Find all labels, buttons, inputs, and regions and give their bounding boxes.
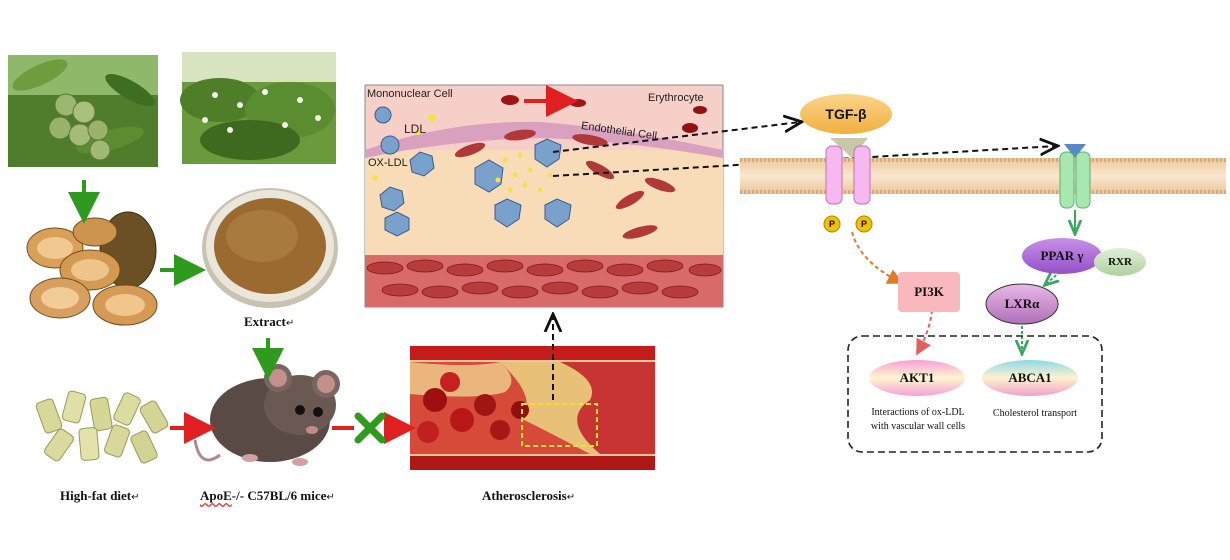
tgf-beta-node bbox=[800, 94, 892, 134]
cell-membrane bbox=[740, 158, 1226, 194]
akt1-label: AKT1 bbox=[899, 370, 935, 385]
extract-label: Extract↵ bbox=[244, 314, 295, 329]
ppar-gamma-node bbox=[1022, 238, 1102, 274]
fruit-photo bbox=[8, 55, 158, 167]
pi3k-node bbox=[898, 272, 960, 312]
abca1-node bbox=[982, 360, 1078, 396]
pi3k-label: PI3K bbox=[914, 284, 944, 299]
ldl-label: LDL bbox=[404, 122, 427, 136]
ppar-gamma-label: PPAR γ bbox=[1040, 248, 1084, 263]
abca1-caption: Cholesterol transport bbox=[992, 408, 1078, 419]
phospho-right-label: P bbox=[860, 219, 867, 229]
ppar-receptor bbox=[1059, 144, 1091, 209]
abca1-label: ABCA1 bbox=[1008, 370, 1052, 385]
rxr-label: RXR bbox=[1108, 256, 1132, 268]
high-fat-diet-label: High-fat diet↵ bbox=[60, 488, 140, 503]
lxr-alpha-node bbox=[985, 283, 1059, 325]
mice-label: ApoE-/- C57BL/6 mice↵ bbox=[200, 488, 335, 503]
ox-ldl-label: OX-LDL bbox=[368, 157, 408, 169]
rxr-node bbox=[1094, 248, 1146, 276]
target-gene-box bbox=[847, 335, 1103, 453]
green-flow-arrows bbox=[68, 180, 284, 380]
mononuclear-cell-label: Mononuclear Cell bbox=[367, 88, 453, 100]
tgf-beta-label: TGF-β bbox=[825, 106, 867, 122]
atherosclerosis-label: Atherosclerosis↵ bbox=[482, 488, 576, 503]
lxr-alpha-label: LXRα bbox=[1004, 296, 1040, 311]
phospho-left-label: P bbox=[828, 219, 835, 229]
inhibition-cross-icon bbox=[354, 412, 386, 444]
dried-slices-photo bbox=[26, 211, 158, 326]
akt1-node bbox=[869, 360, 965, 396]
mouse-illustration bbox=[193, 364, 340, 466]
vessel-wall-panel bbox=[364, 84, 724, 308]
akt1-caption: Interactions of ox-LDL with vascular wal… bbox=[870, 407, 966, 432]
tree-photo bbox=[180, 52, 336, 164]
erythrocyte-label: Erythrocyte bbox=[648, 92, 704, 104]
tgf-beta-receptor bbox=[823, 138, 873, 233]
extract-powder-photo bbox=[202, 188, 338, 308]
artery-illustration bbox=[410, 346, 655, 470]
pathway-arrows bbox=[851, 210, 1075, 352]
high-fat-diet-photo bbox=[35, 390, 169, 464]
